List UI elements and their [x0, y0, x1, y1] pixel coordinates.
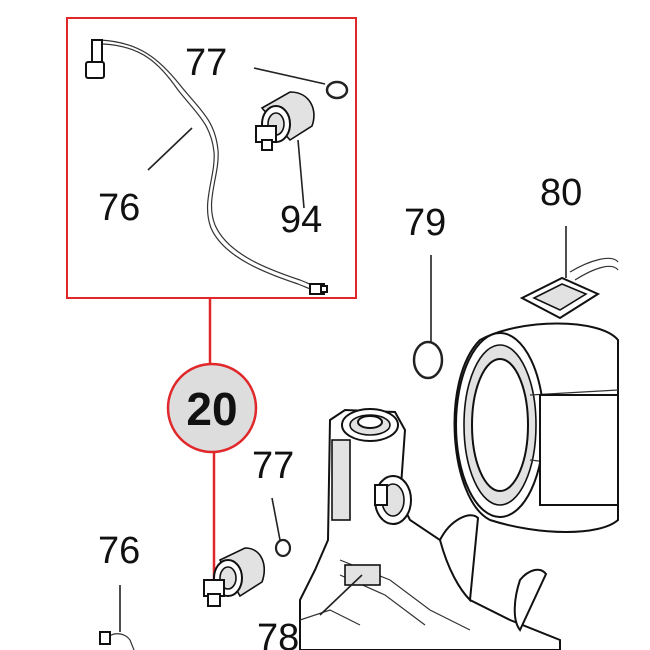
- filter-housing-part: [453, 322, 619, 533]
- box-o-ring-part: [325, 80, 349, 100]
- leader-box-coil: [297, 139, 305, 209]
- coil-part: [255, 91, 315, 151]
- leader-box-harness: [147, 127, 193, 171]
- leader-lower-o-ring: [271, 497, 281, 541]
- label-lower-o-ring: 77: [252, 445, 294, 487]
- label-gasket: 80: [540, 172, 582, 214]
- label-box-coil: 94: [280, 199, 322, 241]
- lower-coil-part: [203, 547, 266, 607]
- leader-box-o-ring: [253, 67, 326, 85]
- label-box-harness: 76: [98, 187, 140, 229]
- valve-body-part: [299, 408, 561, 650]
- kit-frame: [66, 17, 357, 299]
- gasket-part: [519, 257, 619, 320]
- large-o-ring-part: [412, 340, 444, 380]
- label-lower-harness: 76: [98, 530, 140, 572]
- label-body: 78: [257, 617, 299, 650]
- lower-o-ring-part: [274, 538, 292, 558]
- kit-badge: [166, 362, 258, 454]
- lower-harness-part: [99, 631, 135, 650]
- leader-body: [319, 574, 363, 616]
- wiring-harness-part: [85, 39, 328, 295]
- kit-badge-number: 20: [186, 383, 237, 435]
- label-large-o-ring: 79: [404, 202, 446, 244]
- label-box-o-ring: 77: [185, 42, 227, 84]
